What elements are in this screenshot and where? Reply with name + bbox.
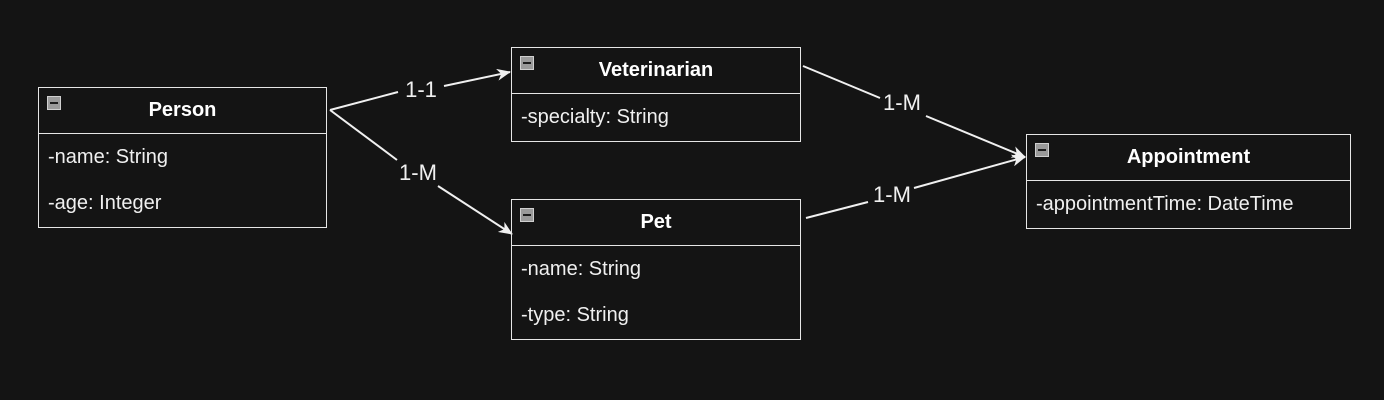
class-veterinarian-header[interactable]: Veterinarian [512, 48, 800, 94]
class-pet-attribute[interactable]: -type: String [521, 304, 629, 326]
collapse-icon[interactable] [520, 208, 534, 222]
class-pet[interactable]: Pet -name: String -type: String [511, 199, 801, 340]
class-pet-name: Pet [640, 211, 672, 233]
class-appointment[interactable]: Appointment -appointmentTime: DateTime [1026, 134, 1351, 229]
edge-label-pet-appointment: 1-M [873, 182, 911, 207]
class-appointment-attribute[interactable]: -appointmentTime: DateTime [1036, 193, 1294, 215]
collapse-icon[interactable] [47, 96, 61, 110]
class-appointment-header[interactable]: Appointment [1027, 135, 1350, 181]
edge-veterinarian-appointment[interactable] [802, 65, 1025, 157]
class-veterinarian[interactable]: Veterinarian -specialty: String [511, 47, 801, 142]
class-veterinarian-attribute[interactable]: -specialty: String [521, 106, 669, 128]
collapse-icon[interactable] [1035, 143, 1049, 157]
class-appointment-name: Appointment [1126, 146, 1251, 168]
edge-pet-appointment[interactable] [805, 157, 1025, 219]
class-person-name: Person [148, 99, 217, 121]
class-person-attribute[interactable]: -age: Integer [48, 192, 162, 214]
class-pet-header[interactable]: Pet [512, 200, 800, 246]
class-pet-attribute[interactable]: -name: String [521, 258, 642, 280]
class-veterinarian-name: Veterinarian [598, 59, 714, 81]
class-person-attribute[interactable]: -name: String [48, 146, 169, 168]
class-person[interactable]: Person -name: String -age: Integer [38, 87, 327, 228]
class-person-header[interactable]: Person [39, 88, 326, 134]
edge-label-person-veterinarian: 1-1 [405, 77, 437, 102]
collapse-icon[interactable] [520, 56, 534, 70]
edge-label-person-pet: 1-M [399, 160, 437, 185]
edge-person-pet[interactable] [329, 109, 512, 234]
edge-person-veterinarian[interactable] [329, 72, 510, 111]
edge-label-veterinarian-appointment: 1-M [883, 90, 921, 115]
